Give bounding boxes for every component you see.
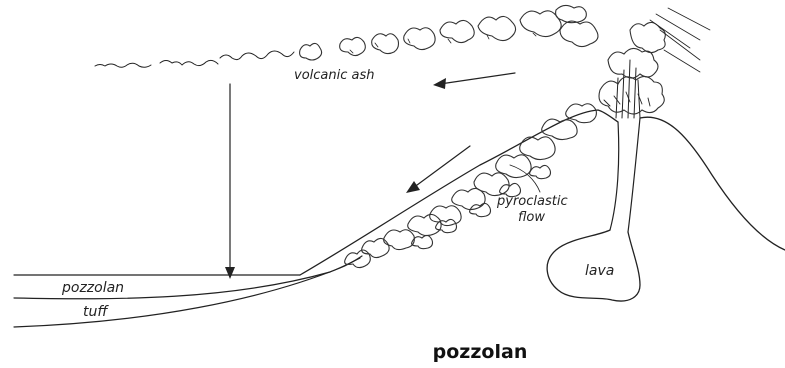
volcano-left-slope (300, 110, 618, 275)
conduit-right (628, 118, 640, 232)
volcano-right-slope (640, 117, 785, 250)
diagram-caption: pozzolan (433, 341, 528, 363)
tuff-layer-label: tuff (83, 304, 109, 320)
lava-label: lava (585, 263, 614, 279)
ash-direction-arrow (433, 73, 515, 89)
flow-direction-arrow (406, 146, 470, 193)
pyroclastic-leader-line (510, 165, 540, 192)
pyroclastic-flow-clouds (345, 104, 597, 268)
pyroclastic-label: pyroclastic (496, 194, 568, 209)
volcanic-ash-label: volcanic ash (294, 68, 374, 83)
ash-fall-arrow (225, 84, 235, 279)
ash-plume (95, 5, 598, 67)
flow-label: flow (518, 210, 545, 225)
pozzolan-layer-label: pozzolan (61, 280, 124, 296)
eruption-column (599, 8, 710, 118)
conduit-left (610, 122, 619, 230)
